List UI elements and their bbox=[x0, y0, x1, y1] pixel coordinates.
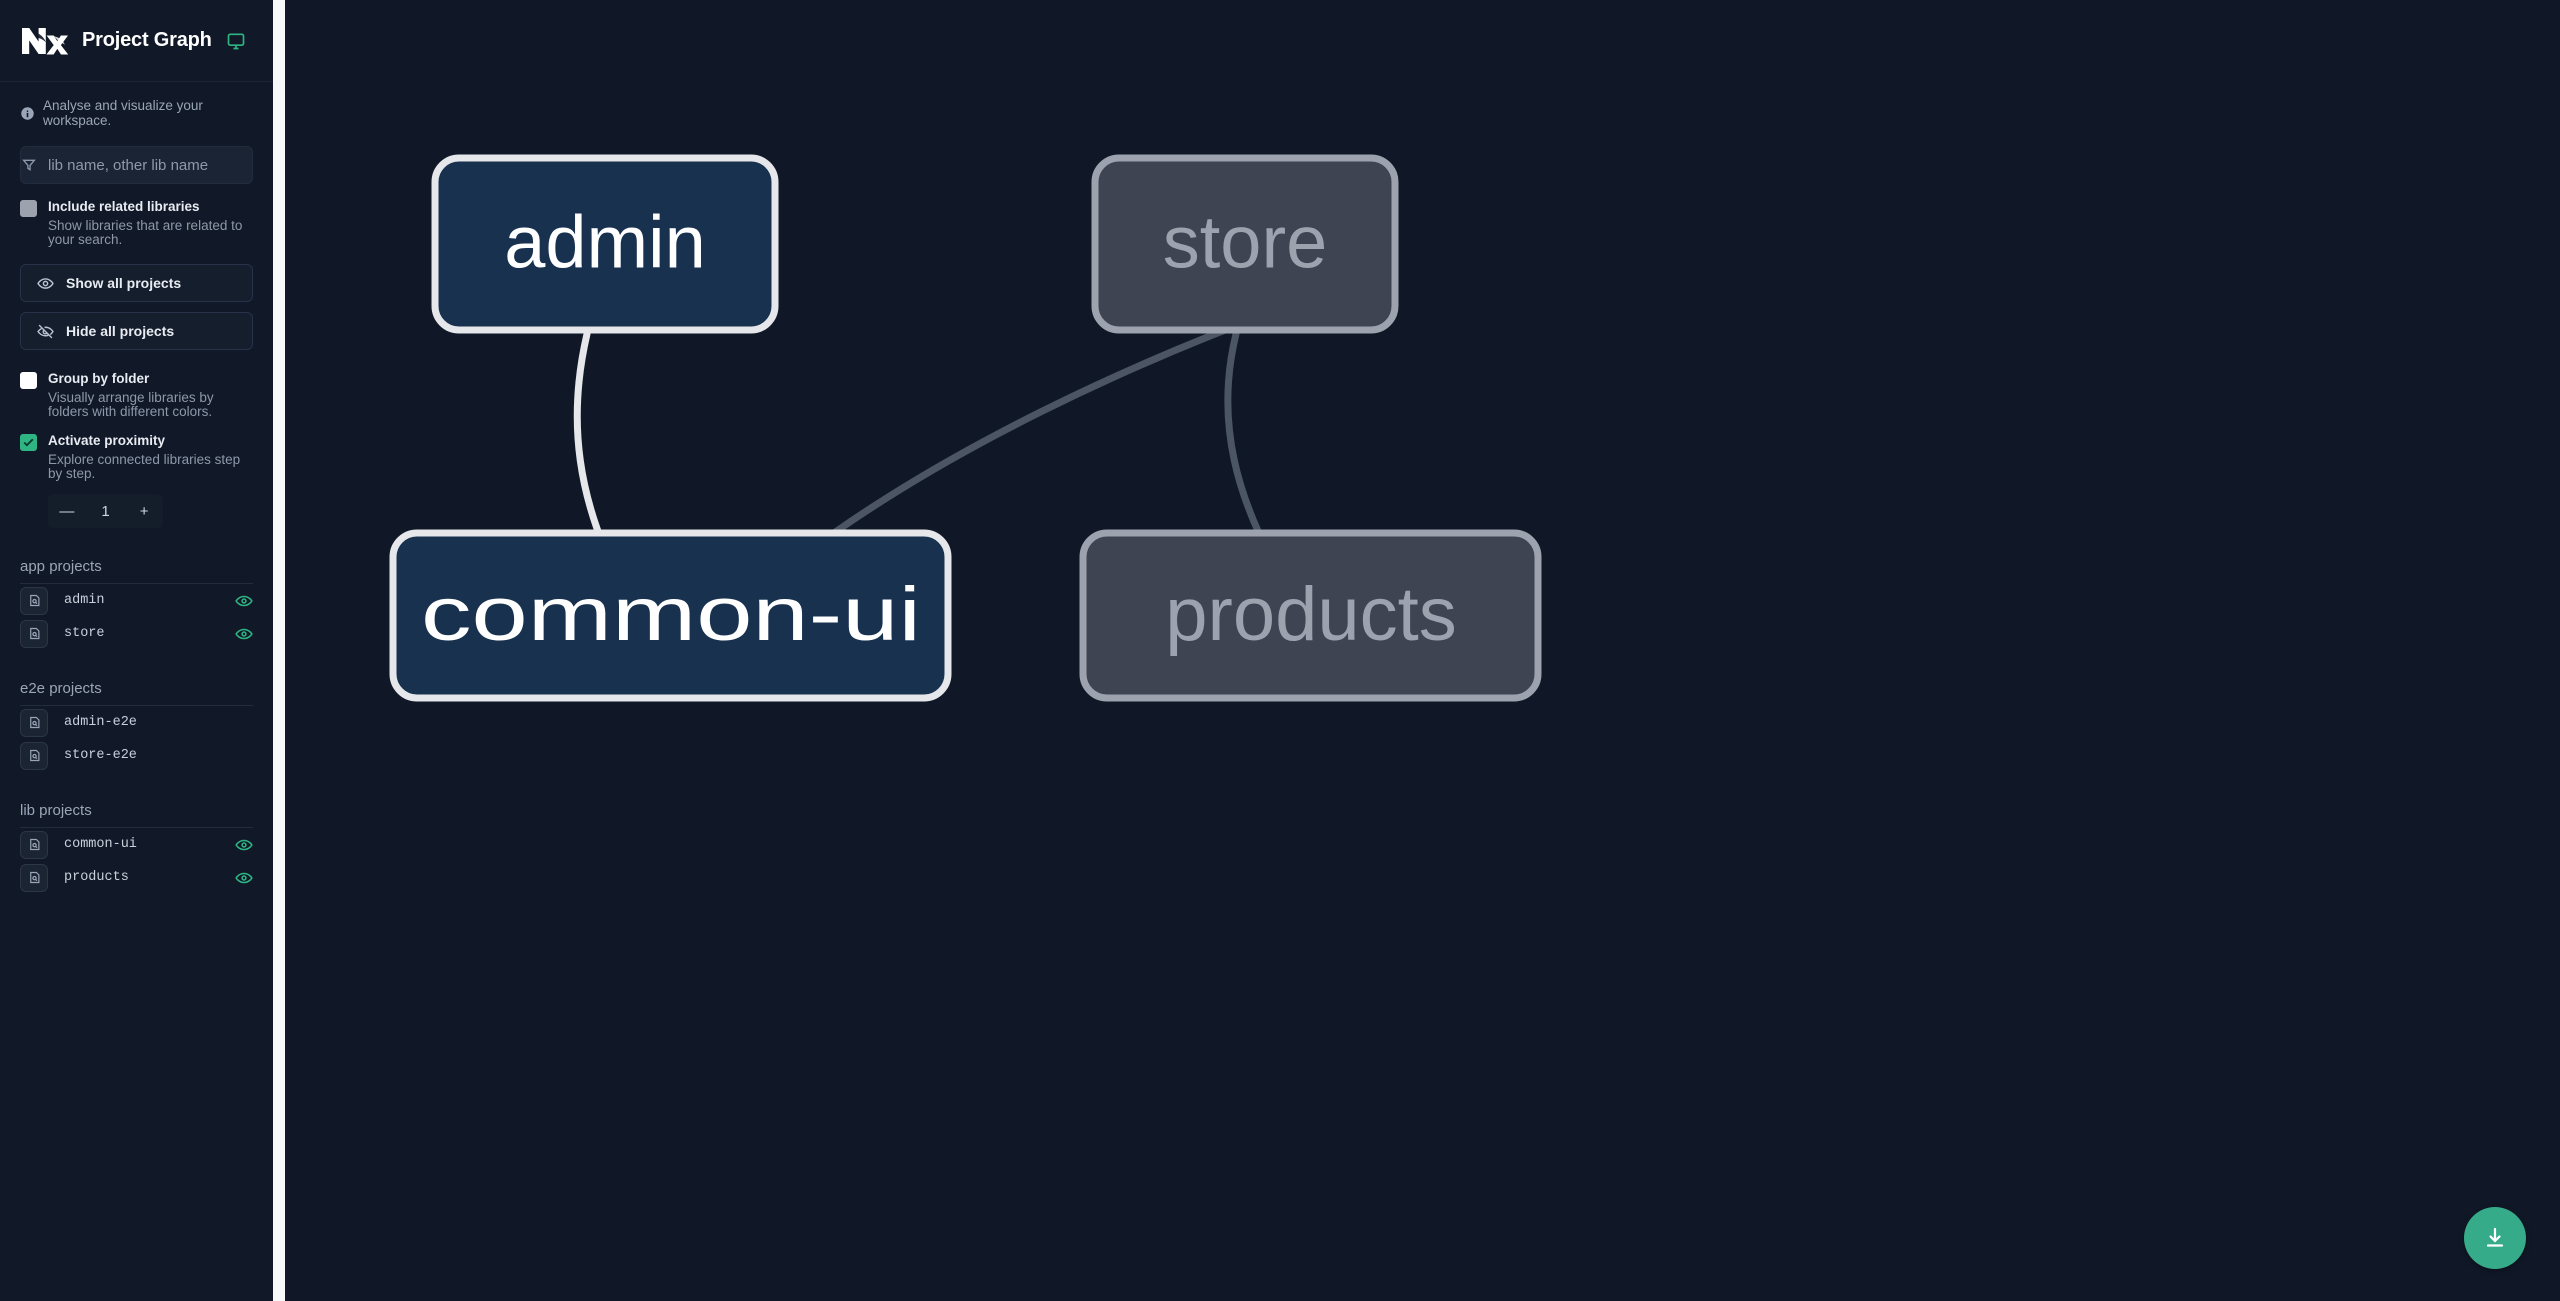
node-store-label: store bbox=[1163, 201, 1328, 284]
show-all-projects-label: Show all projects bbox=[66, 275, 182, 291]
hide-all-projects-button[interactable]: Hide all projects bbox=[20, 312, 253, 350]
project-name: admin-e2e bbox=[64, 715, 137, 730]
group-e2e-projects: e2e projects bbox=[0, 680, 273, 706]
proximity-decrement-button[interactable]: — bbox=[48, 494, 86, 528]
divider bbox=[20, 705, 253, 706]
node-admin-label: admin bbox=[504, 201, 706, 284]
graph-nodes: admin store common-ui products bbox=[389, 154, 1542, 702]
project-visibility-eye-icon[interactable] bbox=[235, 869, 253, 887]
node-products-box[interactable] bbox=[1079, 529, 1542, 702]
project-row-admin-e2e[interactable]: admin-e2e bbox=[0, 706, 273, 739]
lib-glyph-icon bbox=[29, 871, 39, 884]
graph-canvas[interactable]: admin store common-ui products bbox=[285, 0, 2560, 1301]
option-description: Explore connected libraries step by step… bbox=[48, 452, 241, 481]
divider bbox=[20, 583, 253, 584]
option-activate-proximity[interactable]: Activate proximity Explore connected lib… bbox=[0, 418, 273, 480]
project-icon bbox=[20, 708, 48, 737]
node-store-box[interactable] bbox=[1091, 154, 1399, 334]
project-graph-svg: admin store common-ui products bbox=[389, 154, 1542, 702]
option-description: Visually arrange libraries by folders wi… bbox=[48, 390, 214, 419]
show-all-projects-button[interactable]: Show all projects bbox=[20, 264, 253, 302]
sidebar-header: Project Graph bbox=[0, 0, 273, 82]
sidebar-subtitle-text: Analyse and visualize your workspace. bbox=[43, 98, 203, 128]
include-related-libraries-checkbox[interactable] bbox=[20, 200, 37, 217]
eye-off-icon bbox=[37, 324, 54, 338]
group-title: app projects bbox=[20, 558, 102, 575]
option-description: Show libraries that are related to your … bbox=[48, 218, 243, 247]
node-common-ui-box[interactable] bbox=[389, 529, 952, 702]
sidebar-subtitle: Analyse and visualize your workspace. bbox=[0, 82, 273, 138]
sidebar-scrollbar[interactable] bbox=[273, 0, 285, 1301]
app-glyph-icon bbox=[29, 716, 39, 729]
project-icon bbox=[20, 863, 48, 892]
graph-node-products[interactable]: products bbox=[1079, 529, 1542, 702]
eye-icon bbox=[37, 277, 54, 289]
project-name: admin bbox=[64, 593, 105, 608]
filter-funnel-icon bbox=[21, 147, 38, 183]
hide-all-projects-label: Hide all projects bbox=[66, 323, 175, 339]
graph-node-common-ui[interactable]: common-ui bbox=[389, 529, 952, 702]
project-visibility-eye-icon[interactable] bbox=[235, 836, 253, 854]
project-row-common-ui[interactable]: common-ui bbox=[0, 828, 273, 861]
project-row-products[interactable]: products bbox=[0, 861, 273, 894]
project-row-store-e2e[interactable]: store-e2e bbox=[0, 739, 273, 772]
project-icon bbox=[20, 586, 48, 615]
project-name: common-ui bbox=[64, 837, 137, 852]
project-icon bbox=[20, 830, 48, 859]
monitor-icon[interactable] bbox=[226, 31, 246, 51]
graph-node-store[interactable]: store bbox=[1091, 154, 1399, 334]
graph-node-admin[interactable]: admin bbox=[431, 154, 779, 334]
proximity-value: 1 bbox=[86, 494, 125, 528]
lib-glyph-icon bbox=[29, 838, 39, 851]
project-name: store-e2e bbox=[64, 748, 137, 763]
proximity-increment-button[interactable]: + bbox=[125, 494, 163, 528]
download-graph-button[interactable] bbox=[2464, 1207, 2526, 1269]
project-icon bbox=[20, 741, 48, 770]
option-include-related-libraries[interactable]: Include related libraries Show libraries… bbox=[0, 184, 273, 246]
stepper-divider bbox=[124, 494, 126, 528]
app-glyph-icon bbox=[29, 627, 39, 640]
option-label: Group by folder bbox=[48, 371, 150, 386]
option-label: Include related libraries bbox=[48, 199, 200, 214]
project-visibility-eye-icon[interactable] bbox=[235, 625, 253, 643]
project-icon bbox=[20, 619, 48, 648]
project-name: products bbox=[64, 870, 129, 885]
group-title: lib projects bbox=[20, 802, 92, 819]
sidebar: Project Graph Analyse and visualize your… bbox=[0, 0, 273, 1301]
app-glyph-icon bbox=[29, 749, 39, 762]
group-lib-projects: lib projects bbox=[0, 802, 273, 828]
app-glyph-icon bbox=[29, 594, 39, 607]
project-row-admin[interactable]: admin bbox=[0, 584, 273, 617]
node-common-ui-label: common-ui bbox=[421, 572, 921, 657]
check-icon bbox=[23, 438, 34, 447]
group-by-folder-checkbox[interactable] bbox=[20, 372, 37, 389]
activate-proximity-checkbox[interactable] bbox=[20, 434, 37, 451]
nx-logo bbox=[22, 27, 68, 54]
group-title: e2e projects bbox=[20, 680, 102, 697]
search-input[interactable] bbox=[38, 147, 255, 183]
node-admin-box[interactable] bbox=[431, 154, 779, 334]
stepper-divider bbox=[85, 494, 87, 528]
search-field[interactable] bbox=[20, 146, 255, 184]
proximity-stepper[interactable]: — 1 + bbox=[48, 494, 163, 528]
info-icon bbox=[21, 106, 34, 120]
page-title: Project Graph bbox=[82, 29, 212, 51]
project-name: store bbox=[64, 626, 105, 641]
project-row-store[interactable]: store bbox=[0, 617, 273, 650]
sidebar-body: Include related libraries Show libraries… bbox=[0, 138, 273, 1301]
divider bbox=[20, 827, 253, 828]
bulk-action-buttons: Show all projects Hide all projects bbox=[0, 264, 273, 350]
node-products-label: products bbox=[1165, 572, 1457, 657]
option-group-by-folder[interactable]: Group by folder Visually arrange librari… bbox=[0, 356, 273, 418]
group-app-projects: app projects bbox=[0, 558, 273, 584]
option-label: Activate proximity bbox=[48, 433, 166, 448]
download-icon bbox=[2486, 1227, 2504, 1247]
project-visibility-eye-icon[interactable] bbox=[235, 592, 253, 610]
